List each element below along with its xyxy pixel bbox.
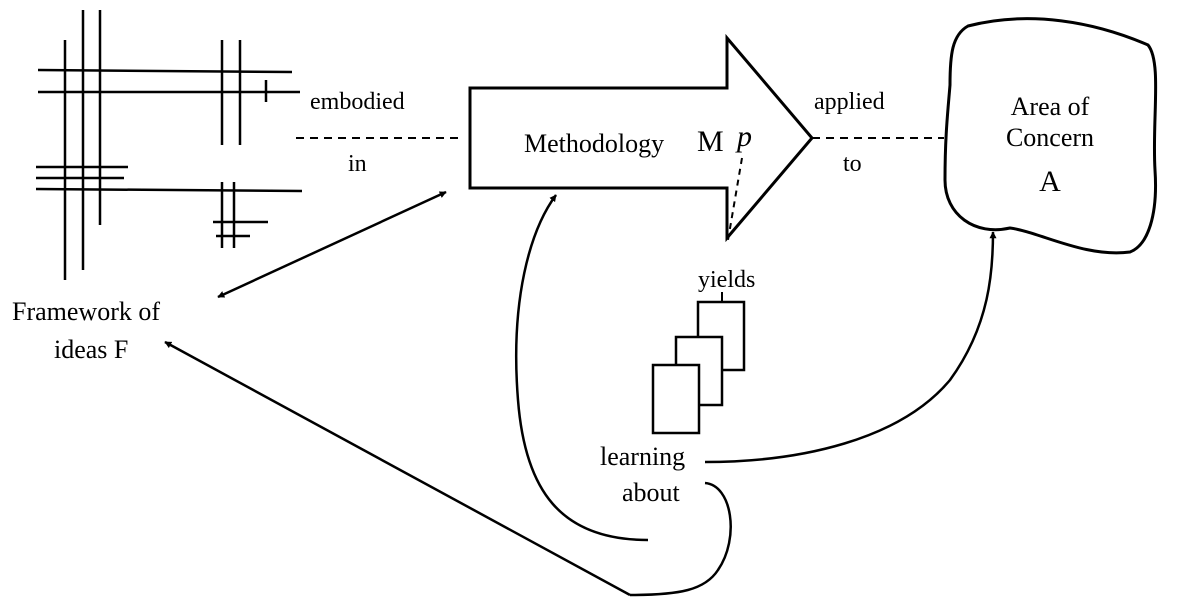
learning-label: learning: [600, 442, 686, 471]
learning-to-area-arrow: [704, 231, 997, 464]
framework-methodology-double-arrow: [217, 190, 447, 299]
about-label: about: [622, 478, 680, 507]
methodology-symbol: M: [697, 125, 724, 158]
p-yields-dashed-line: [727, 157, 743, 241]
area-label-line2: Concern: [1005, 123, 1095, 152]
to-label: to: [843, 151, 862, 177]
area-of-concern-blob: [943, 17, 1158, 255]
methodology-p-symbol: p: [737, 120, 752, 153]
applied-label: applied: [814, 89, 885, 115]
in-label: in: [348, 151, 367, 177]
framework-lattice-icon: [35, 10, 303, 280]
learning-to-methodology-arrow: [514, 194, 649, 542]
methodology-label: Methodology: [524, 129, 665, 158]
methodology-arrow-shape: [468, 33, 814, 243]
area-symbol: A: [1039, 165, 1061, 198]
embodied-label: embodied: [310, 89, 405, 115]
framework-label-line2: ideas F: [54, 335, 129, 364]
area-label-line1: Area of: [1010, 92, 1090, 121]
framework-label-line1: Framework of: [12, 297, 161, 326]
documents-stack-icon: [651, 300, 746, 435]
learning-to-framework-arrow: [164, 340, 631, 597]
about-hook-curve: [629, 481, 732, 597]
yields-label: yields: [698, 267, 756, 293]
